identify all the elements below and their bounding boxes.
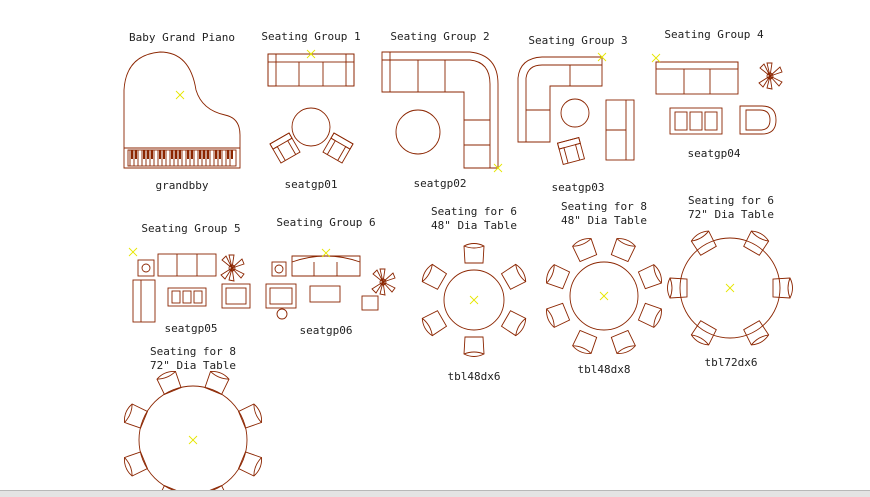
chair: [204, 370, 230, 396]
chair: [667, 277, 688, 299]
piano-title: Baby Grand Piano: [129, 31, 235, 44]
table-72x6-top: [679, 237, 781, 339]
chair: [156, 484, 182, 496]
piano-keys: [129, 150, 233, 166]
table-72x8-title-line2: 72" Dia Table: [149, 359, 237, 372]
chair: [237, 451, 263, 477]
chair: [743, 320, 770, 346]
table-72x8-title-line1: Seating for 8: [149, 345, 237, 358]
chair: [637, 302, 662, 328]
table-48x6-name: tbl48dx6: [447, 370, 501, 383]
insertion-point-marker: [188, 435, 198, 445]
seating-group-4-block: [651, 53, 783, 135]
table-72x6-title-line1: Seating for 6: [687, 194, 775, 207]
seating-group-6-title: Seating Group 6: [276, 216, 376, 229]
seating-group-3-title: Seating Group 3: [528, 34, 628, 47]
chair: [463, 243, 485, 264]
insertion-point-marker: [599, 291, 609, 301]
insertion-point-marker: [725, 283, 735, 293]
seating-group-3-block: [517, 52, 635, 165]
seating-group-2-name: seatgp02: [413, 177, 467, 190]
table-48x8-block: [546, 238, 662, 354]
table-48x8-title-line2: 48" Dia Table: [560, 214, 648, 227]
seating-group-3-name: seatgp03: [551, 181, 605, 194]
window-bottom-bar: [0, 490, 870, 497]
seating-group-1-name: seatgp01: [284, 178, 338, 191]
chair: [743, 230, 770, 256]
seating-group-5-block: [128, 247, 251, 323]
chair: [546, 264, 571, 290]
table-72x8-block: [123, 370, 263, 496]
seating-group-2-title: Seating Group 2: [390, 30, 490, 43]
seating-group-4-title: Seating Group 4: [664, 28, 764, 41]
seating-group-1-block: [267, 49, 355, 164]
chair: [421, 263, 448, 290]
chair: [610, 329, 636, 354]
chair: [772, 277, 793, 299]
seating-group-1-title: Seating Group 1: [261, 30, 361, 43]
seating-group-6-block: [265, 248, 396, 320]
chair: [637, 264, 662, 290]
table-48x8-name: tbl48dx8: [577, 363, 631, 376]
chair: [421, 310, 448, 337]
table-72x6-block: [667, 230, 793, 346]
chair: [237, 403, 263, 429]
table-48x8-top: [569, 261, 639, 331]
chair: [123, 403, 149, 429]
seating-group-4-name: seatgp04: [687, 147, 741, 160]
seating-group-6-name: seatgp06: [299, 324, 353, 337]
chair: [463, 336, 485, 357]
table-48x6-block: [421, 243, 527, 357]
chair: [123, 451, 149, 477]
table-48x6-title-line2: 48" Dia Table: [430, 219, 518, 232]
seating-group-2-block: [381, 51, 503, 173]
chair: [610, 238, 636, 263]
chair: [156, 370, 182, 396]
table-72x6-name: tbl72dx6: [704, 356, 758, 369]
piano-block: [123, 51, 241, 169]
table-48x8-title-line1: Seating for 8: [560, 200, 648, 213]
table-48x6-title-line1: Seating for 6: [430, 205, 518, 218]
insertion-point-marker: [469, 295, 479, 305]
chair: [500, 263, 527, 290]
table-48x6-top: [443, 269, 505, 331]
chair: [572, 238, 598, 263]
chair: [546, 302, 571, 328]
seating-group-5-title: Seating Group 5: [141, 222, 241, 235]
chair: [500, 310, 527, 337]
chair: [572, 329, 598, 354]
seating-group-5-name: seatgp05: [164, 322, 218, 335]
chair: [690, 230, 717, 256]
table-72x6-title-line2: 72" Dia Table: [687, 208, 775, 221]
chair: [690, 320, 717, 346]
piano-block-name: grandbby: [155, 179, 209, 192]
